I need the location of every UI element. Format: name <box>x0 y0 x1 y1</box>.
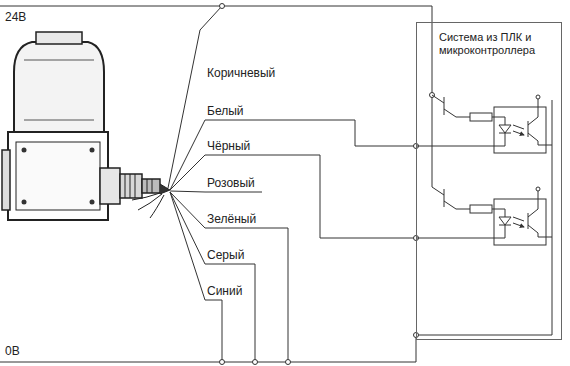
wire-label: Чёрный <box>207 139 250 153</box>
wire-label: Серый <box>207 248 244 262</box>
wire-label: Зелёный <box>207 212 256 226</box>
rail-label: 0В <box>5 344 20 358</box>
sensor-device <box>2 32 170 220</box>
box-heading: Система из ПЛК и микроконтроллера <box>417 23 561 57</box>
wire-label: Розовый <box>207 176 255 190</box>
wire-label: Белый <box>207 104 243 118</box>
wires <box>0 6 552 362</box>
optocoupler-channel <box>416 187 552 245</box>
wire-label: Коричневый <box>207 66 275 80</box>
wire-label: Синий <box>207 284 242 298</box>
optocoupler-channel <box>416 95 552 153</box>
rail-label: 24В <box>5 10 26 24</box>
system-box: Система из ПЛК и микроконтроллера <box>416 22 562 340</box>
